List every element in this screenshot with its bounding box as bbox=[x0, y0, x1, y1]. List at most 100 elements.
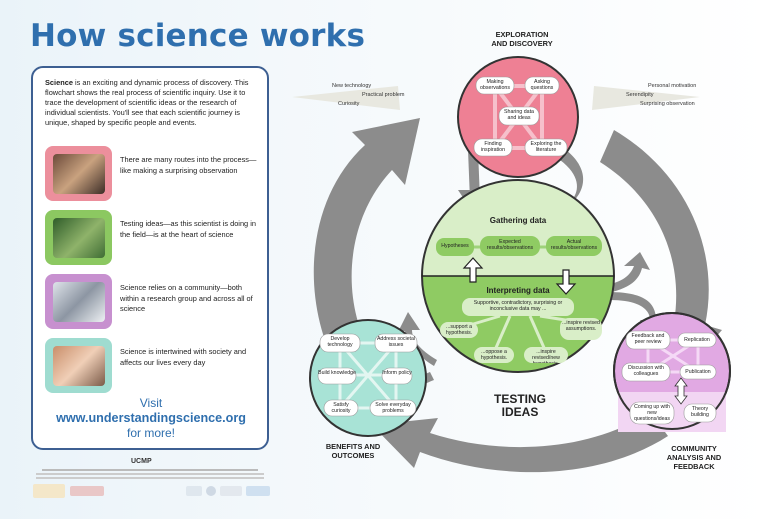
card-text: Science relies on a community—both withi… bbox=[120, 283, 253, 313]
photo-observation bbox=[45, 146, 112, 201]
benefits-title: BENEFITS AND bbox=[326, 442, 381, 451]
node-label: Exploring the literature bbox=[530, 141, 562, 153]
node-satisfy-curiosity bbox=[323, 399, 359, 417]
testing-title: IDEAS bbox=[502, 405, 539, 419]
node-label: ...inspire revised assumptions. bbox=[562, 320, 600, 332]
node-label: Sharing data and ideas bbox=[503, 109, 535, 121]
input-label: Personal motivation bbox=[648, 83, 696, 89]
funder-logo-mark bbox=[186, 486, 202, 496]
photo-society bbox=[45, 338, 112, 393]
right-inputs-arrow bbox=[592, 86, 700, 110]
testing-title: TESTING bbox=[494, 392, 546, 406]
card-community: Science relies on a community—both withi… bbox=[45, 274, 260, 331]
node-label: Making observations bbox=[479, 79, 511, 91]
partner-logo-mark bbox=[33, 484, 65, 498]
node-address-societal-issues bbox=[374, 333, 418, 353]
input-label: Surprising observation bbox=[640, 101, 695, 107]
node-revised-assumptions bbox=[560, 318, 602, 340]
exploration-circle: Making observations Asking questions Sha… bbox=[457, 30, 579, 178]
node-label: ...oppose a hypothesis. bbox=[480, 349, 508, 361]
node-hypotheses bbox=[436, 238, 474, 256]
fine-print-decoration bbox=[32, 466, 268, 479]
node-label: Discussion with colleagues bbox=[628, 365, 664, 377]
node-label: Publication bbox=[685, 369, 711, 375]
node-label: Coming up with new questions/ideas bbox=[633, 404, 671, 422]
node-label: Satisfy curiosity bbox=[331, 402, 351, 414]
node-oppose-hypothesis bbox=[474, 347, 514, 363]
node-develop-technology bbox=[319, 333, 361, 353]
gathering-title: Gathering data bbox=[490, 216, 547, 225]
input-label: Practical problem bbox=[362, 92, 405, 98]
node-replication bbox=[677, 332, 717, 348]
node-expected-results bbox=[480, 236, 540, 256]
node-inform-policy bbox=[381, 367, 413, 385]
benefits-title: OUTCOMES bbox=[332, 451, 375, 460]
down-arrow-icon bbox=[555, 269, 577, 295]
benefits-circle: Develop technology Address societal issu… bbox=[309, 319, 427, 460]
node-label: Finding inspiration bbox=[480, 141, 506, 153]
node-peer-review bbox=[625, 330, 671, 350]
visit-block: Visit www.understandingscience.org for m… bbox=[33, 396, 269, 441]
arrow-stub bbox=[468, 150, 480, 200]
node-label: Build knowledge bbox=[318, 370, 356, 376]
node-label: ...support a hypothesis. bbox=[445, 324, 473, 336]
seal-logo-mark bbox=[206, 486, 216, 496]
node-label: Hypotheses bbox=[441, 243, 469, 249]
node-label: Expected results/observations bbox=[486, 239, 534, 251]
node-label: Develop technology bbox=[327, 336, 353, 348]
arrow-from-community bbox=[606, 252, 650, 292]
node-label: Supportive, contradictory, surprising or… bbox=[473, 300, 563, 313]
node-sharing-data bbox=[498, 106, 540, 126]
node-label: Theory building bbox=[691, 406, 709, 418]
testing-circle: Gathering data Hypotheses Expected resul… bbox=[421, 179, 615, 419]
node-label: Solve everyday problems bbox=[375, 402, 411, 414]
visit-line: for more! bbox=[126, 426, 175, 440]
node-solve-problems bbox=[369, 399, 417, 417]
input-label: Serendipity bbox=[626, 92, 654, 98]
card-society: Science is intertwined with society and … bbox=[45, 338, 260, 395]
input-label: Curiosity bbox=[338, 101, 360, 107]
card-text: There are many routes into the process—l… bbox=[120, 155, 257, 175]
node-making-observations bbox=[475, 76, 515, 95]
page-title: How science works bbox=[30, 18, 366, 54]
card-testing: Testing ideas—as this scientist is doing… bbox=[45, 210, 260, 267]
node-publication bbox=[679, 364, 717, 380]
exploration-title: AND DISCOVERY bbox=[491, 39, 552, 48]
community-title: COMMUNITY bbox=[671, 444, 717, 453]
node-label: ...inspire revised/new hypothesis. bbox=[532, 349, 560, 363]
exploration-title: EXPLORATION bbox=[496, 30, 549, 39]
node-label: Actual results/observations bbox=[550, 239, 598, 251]
node-actual-results bbox=[546, 236, 602, 256]
arrow-bottom-left bbox=[372, 412, 668, 473]
node-new-questions bbox=[629, 401, 675, 425]
opus-logo-mark bbox=[70, 486, 104, 496]
node-theory-building bbox=[683, 403, 717, 423]
intro-text: Science is an exciting and dynamic proce… bbox=[45, 78, 257, 128]
double-arrow-icon bbox=[674, 377, 688, 405]
left-inputs-arrow bbox=[292, 86, 400, 110]
interpreting-title: Interpreting data bbox=[486, 286, 550, 295]
node-revised-hypothesis bbox=[524, 347, 568, 363]
card-text: Testing ideas—as this scientist is doing… bbox=[120, 219, 256, 239]
node-discussion bbox=[621, 362, 671, 382]
node-support-hypothesis bbox=[440, 322, 478, 338]
photo-field bbox=[45, 210, 112, 265]
up-arrow-icon bbox=[462, 257, 484, 283]
node-label: Replication bbox=[684, 337, 710, 343]
visit-line: Visit bbox=[139, 396, 163, 410]
node-label: Inform policy bbox=[382, 370, 412, 376]
institution-logo-mark bbox=[220, 486, 242, 496]
node-asking-questions bbox=[524, 76, 560, 95]
community-circle: Feedback and peer review Replication Dis… bbox=[613, 312, 731, 471]
input-label: New technology bbox=[332, 83, 371, 89]
node-finding-inspiration bbox=[473, 138, 513, 157]
node-build-knowledge bbox=[317, 367, 357, 385]
visit-url-link[interactable]: www.understandingscience.org bbox=[56, 411, 246, 425]
card-text: Science is intertwined with society and … bbox=[120, 347, 247, 367]
info-panel: Science is an exciting and dynamic proce… bbox=[31, 66, 269, 450]
intro-body: is an exciting and dynamic process of di… bbox=[45, 78, 249, 127]
photo-lab bbox=[45, 274, 112, 329]
arrow-from-benefits bbox=[398, 312, 437, 366]
node-supportive bbox=[462, 298, 574, 316]
